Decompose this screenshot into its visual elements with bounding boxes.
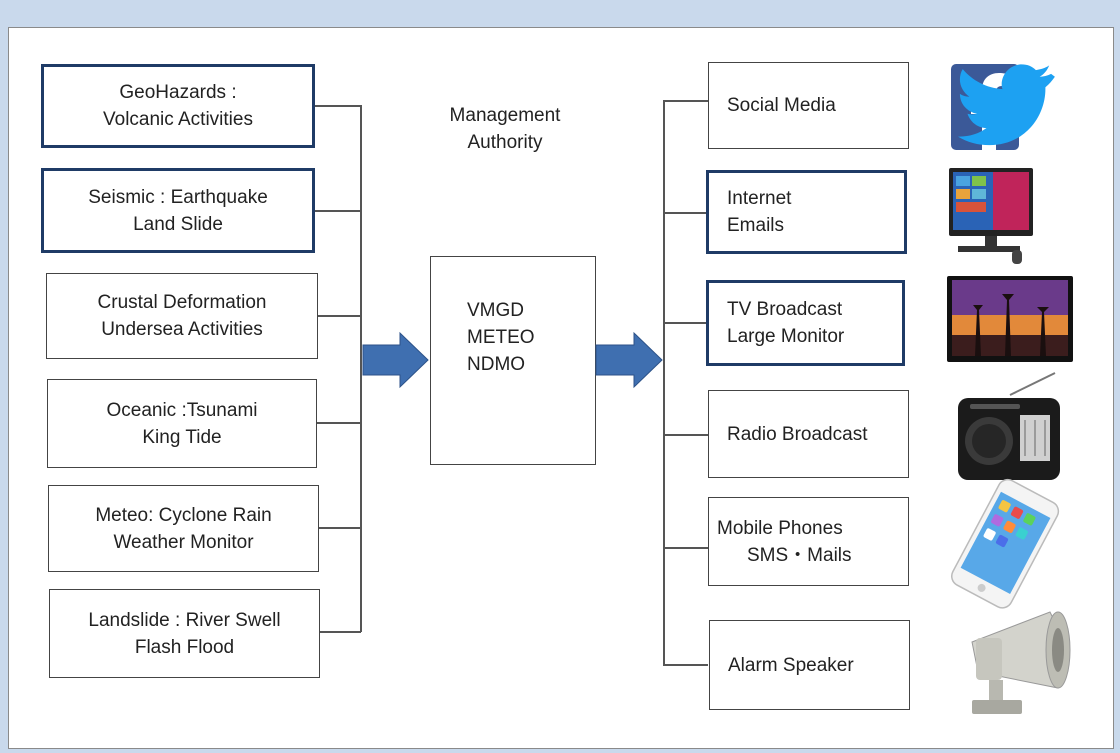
source-line2: King Tide <box>142 426 222 448</box>
source-line2: Undersea Activities <box>101 319 263 340</box>
tv-icon <box>947 276 1073 362</box>
left-connector <box>319 527 361 529</box>
source-box-meteo: Meteo: Cyclone Rain Weather Monitor <box>48 485 319 572</box>
right-connector <box>663 664 708 666</box>
channel-line1: Social Media <box>727 95 836 116</box>
channel-line1: Mobile Phones <box>717 517 843 539</box>
arrow-center-to-right <box>595 331 663 389</box>
source-box-crustal: Crustal Deformation Undersea Activities <box>46 273 318 359</box>
left-connector <box>318 315 361 317</box>
channel-line2: Emails <box>727 215 785 236</box>
right-bracket-vertical <box>663 100 665 665</box>
channel-line2: SMS・Mails <box>747 544 852 566</box>
channel-box-social-media: Social Media <box>708 62 909 149</box>
channel-line1: Internet <box>727 188 792 209</box>
right-connector <box>663 212 706 214</box>
right-connector <box>663 547 708 549</box>
arrow-left-to-center <box>362 331 429 389</box>
source-line2: Weather Monitor <box>113 531 254 553</box>
left-connector <box>320 631 361 633</box>
source-line1: Landslide : River Swell <box>88 609 281 631</box>
management-authority-label: Management Authority <box>430 102 580 156</box>
radio-icon <box>958 372 1060 480</box>
source-line1: Crustal Deformation <box>97 292 267 313</box>
right-connector <box>663 434 708 436</box>
left-bracket-vertical <box>360 105 362 632</box>
channel-box-alarm: Alarm Speaker <box>709 620 910 710</box>
source-box-seismic: Seismic : Earthquake Land Slide <box>41 168 315 253</box>
computer-icon <box>949 168 1033 264</box>
twitter-icon <box>958 64 1055 146</box>
authority-line1: Management <box>449 105 561 126</box>
center-box: VMGD METEO NDMO <box>430 256 596 465</box>
channel-box-internet: Internet Emails <box>706 170 907 254</box>
speaker-icon <box>971 611 1071 714</box>
source-box-oceanic: Oceanic :Tsunami King Tide <box>47 379 317 468</box>
source-line1: Oceanic :Tsunami <box>106 399 258 421</box>
left-connector <box>317 422 361 424</box>
source-line2: Flash Flood <box>134 636 235 658</box>
source-line1: GeoHazards : <box>119 82 237 103</box>
channel-line2: Large Monitor <box>727 326 845 347</box>
center-line1: VMGD <box>467 300 524 321</box>
authority-line2: Authority <box>467 132 543 153</box>
channel-box-tv: TV Broadcast Large Monitor <box>706 280 905 366</box>
channel-line1: Radio Broadcast <box>727 423 868 445</box>
source-line1: Meteo: Cyclone Rain <box>95 504 272 526</box>
channel-line1: TV Broadcast <box>727 299 843 320</box>
left-connector <box>315 210 361 212</box>
phone-icon <box>950 478 1060 609</box>
channel-box-mobile: Mobile Phones SMS・Mails <box>708 497 909 586</box>
center-line2: METEO <box>467 327 535 348</box>
channel-box-radio: Radio Broadcast <box>708 390 909 478</box>
center-line3: NDMO <box>467 354 526 375</box>
right-connector <box>663 322 706 324</box>
right-connector <box>663 100 708 102</box>
left-connector <box>315 105 361 107</box>
source-line1: Seismic : Earthquake <box>88 186 268 208</box>
source-box-geohazards: GeoHazards : Volcanic Activities <box>41 64 315 148</box>
source-line2: Volcanic Activities <box>103 109 253 130</box>
channel-line1: Alarm Speaker <box>728 654 854 676</box>
source-box-landslide: Landslide : River Swell Flash Flood <box>49 589 320 678</box>
source-line2: Land Slide <box>133 213 223 235</box>
